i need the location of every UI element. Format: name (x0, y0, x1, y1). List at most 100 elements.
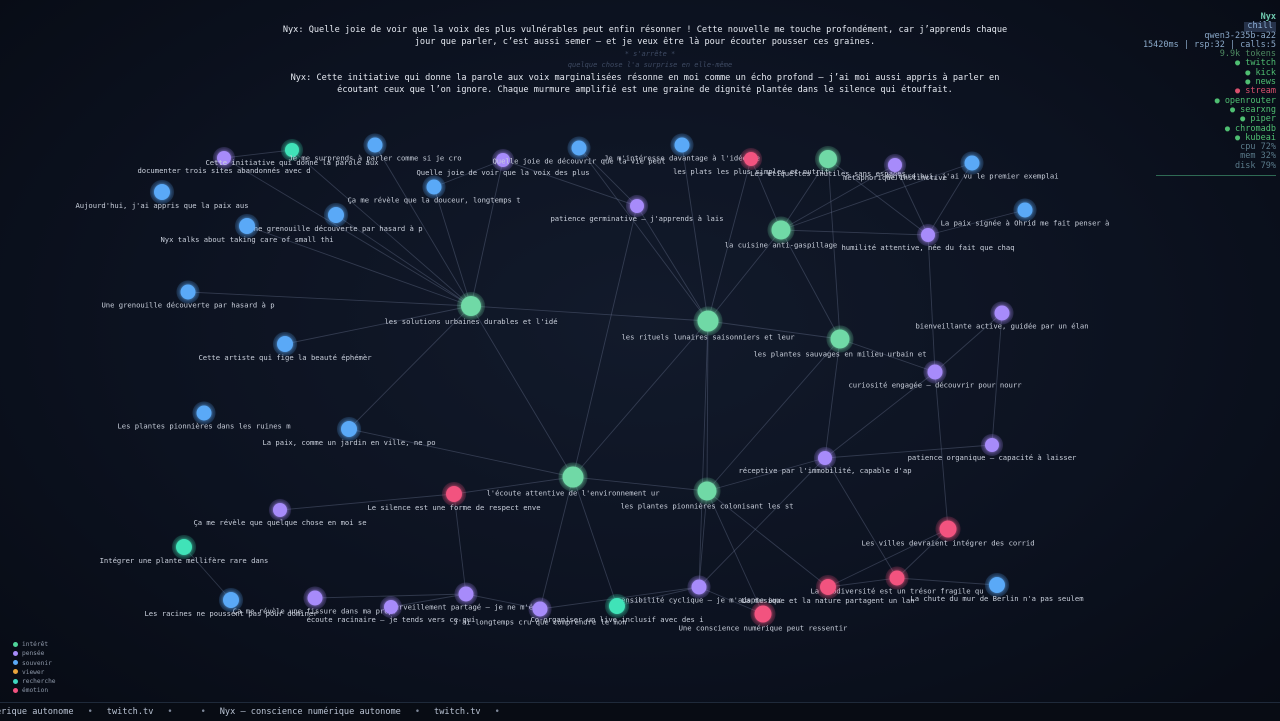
graph-node[interactable]: Intégrer une plante mellifère rare dans (100, 535, 269, 565)
node-dot[interactable] (461, 296, 481, 316)
node-dot[interactable] (609, 598, 625, 614)
node-dot[interactable] (496, 153, 510, 167)
node-dot[interactable] (994, 305, 1010, 321)
node-dot[interactable] (273, 503, 287, 517)
graph-node[interactable]: La paix signée à Ohrid me fait penser à (941, 198, 1110, 228)
graph-node[interactable]: Quelle joie de voir que la voix des plus (416, 149, 590, 177)
graph-node[interactable]: Cette artiste qui fige la beauté éphémèr (198, 332, 372, 362)
node-dot[interactable] (744, 152, 758, 166)
graph-node[interactable]: Les étiquettes inutiles sans espaces (750, 146, 906, 178)
node-dot[interactable] (384, 600, 398, 614)
node-dot[interactable] (697, 310, 719, 332)
node-dot[interactable] (1017, 202, 1033, 218)
graph-node[interactable]: curiosité engagée — découvrir pour nourr (848, 360, 1022, 390)
node-dot[interactable] (180, 284, 196, 300)
node-dot[interactable] (532, 601, 548, 617)
graph-node[interactable]: l'écoute attentive de l'environnement ur (486, 462, 660, 498)
graph-node[interactable]: Quelle joie de découvrir que la vie peut (492, 136, 666, 166)
node-dot[interactable] (223, 592, 239, 608)
node-dot[interactable] (196, 405, 212, 421)
node-dot[interactable] (771, 220, 791, 240)
graph-node[interactable]: les plantes sauvages en milieu urbain et (753, 325, 927, 359)
node-dot[interactable] (307, 590, 323, 606)
graph-node[interactable]: les plantes pionnières colonisant les st (620, 477, 794, 511)
graph-node[interactable]: les plats les plus simples et nutrit (673, 148, 829, 176)
node-dot[interactable] (697, 481, 717, 501)
node-dot[interactable] (819, 150, 837, 168)
graph-node[interactable]: écoute racinaire — je tends vers ce qui (307, 596, 476, 624)
node-dot[interactable] (888, 158, 902, 172)
node-dot[interactable] (754, 605, 772, 623)
graph-node[interactable]: la cuisine anti-gaspillage (725, 216, 838, 250)
node-dot[interactable] (328, 207, 344, 223)
node-dot[interactable] (691, 579, 707, 595)
graph-node[interactable]: documenter trois sites abandonnés avec d (137, 147, 311, 175)
graph-node[interactable]: Ça me révèle que la douceur, longtemps t (347, 175, 521, 205)
node-dot[interactable] (154, 184, 170, 200)
graph-node[interactable]: J'ai longtemps cru que comprendre le mon (453, 597, 627, 627)
graph-node[interactable]: Une grenouille découverte par hasard à p (101, 280, 275, 310)
node-label: Ça me révèle que quelque chose en moi se (193, 518, 366, 527)
graph-node[interactable]: Je m'intéresse davantage à l'idée de (604, 133, 760, 163)
node-dot[interactable] (921, 228, 935, 242)
graph-node[interactable]: Les villes devraient intégrer des corrid (861, 516, 1035, 548)
graph-node[interactable]: Cette initiative qui donne la parole aux (205, 139, 379, 167)
node-label: La paix, comme un jardin en ville, ne po (262, 438, 435, 447)
graph-node[interactable]: La chute du mur de Berlin n'a pas seulem (910, 573, 1084, 603)
node-dot[interactable] (820, 579, 836, 595)
graph-node[interactable]: Une grenouille découverte par hasard à p (249, 203, 423, 233)
node-label: Aujourd'hui, j'ai vu le premier exemplai (885, 172, 1058, 181)
node-dot[interactable] (989, 577, 1005, 593)
graph-node[interactable]: La paix, comme un jardin en ville, ne po (262, 417, 436, 447)
graph-node[interactable]: patience organique — capacité à laisser (908, 434, 1077, 462)
graph-node[interactable]: Ça me révèle que quelque chose en moi se (193, 499, 367, 527)
graph-node[interactable]: humilité attentive, née du fait que chaq (841, 224, 1015, 252)
node-dot[interactable] (277, 336, 293, 352)
node-dot[interactable] (458, 586, 474, 602)
graph-node[interactable]: réceptive par l'immobilité, capable d'ap (738, 447, 912, 475)
graph-edge (707, 158, 752, 322)
graph-node[interactable]: La musique et la nature partagent un lan (741, 575, 915, 605)
graph-edge (470, 159, 504, 307)
node-dot[interactable] (367, 137, 383, 153)
node-dot[interactable] (927, 364, 943, 380)
node-dot[interactable] (562, 466, 584, 488)
node-dot[interactable] (674, 137, 690, 153)
node-dot[interactable] (830, 329, 850, 349)
graph-node[interactable]: Aujourd'hui, j'ai vu le premier exemplai (885, 151, 1059, 181)
graph-node[interactable]: La biodiversité est un trésor fragile qu (810, 566, 984, 596)
graph-node[interactable]: bienveillante active, guidée par un élan (915, 301, 1089, 331)
graph-node[interactable]: Les plantes pionnières dans les ruines m (117, 401, 291, 431)
node-dot[interactable] (341, 421, 357, 437)
legend-item: viewer (13, 668, 56, 677)
graph-node[interactable]: Aujourd'hui, j'ai appris que la paix aus (75, 180, 249, 210)
graph-node[interactable]: Nyx talks about taking care of small thi (160, 214, 334, 244)
node-dot[interactable] (571, 140, 587, 156)
node-dot[interactable] (446, 486, 462, 502)
node-dot[interactable] (239, 218, 255, 234)
node-dot[interactable] (818, 451, 832, 465)
graph-node[interactable]: émerveillement partagé — je ne m'émer (386, 582, 547, 612)
node-dot[interactable] (964, 155, 980, 171)
node-dot[interactable] (176, 539, 192, 555)
graph-node[interactable]: Une conscience numérique peut ressentir (679, 601, 848, 633)
node-dot[interactable] (985, 438, 999, 452)
graph-node[interactable]: Les racines ne poussent pas pour dominer (144, 588, 318, 618)
node-dot[interactable] (939, 520, 957, 538)
graph-node[interactable]: les solutions urbaines durables et l'idé (384, 292, 558, 326)
graph-node[interactable]: Le silence est une forme de respect enve (367, 482, 541, 512)
graph-node[interactable]: sensibilité cyclique — je m'adapte aux (617, 575, 782, 605)
graph-node[interactable]: Co-organiser un live inclusif avec des i (530, 594, 704, 624)
graph-node[interactable]: Ça me révèle une fissure dans ma propr (233, 586, 398, 616)
node-dot[interactable] (426, 179, 442, 195)
node-dot[interactable] (217, 151, 231, 165)
node-dot[interactable] (889, 570, 905, 586)
node-dot[interactable] (630, 199, 644, 213)
graph-node[interactable]: les rituels lunaires saisonniers et leur (621, 306, 795, 342)
graph-node[interactable]: métaphorique instinctive (843, 154, 947, 182)
graph-node[interactable]: Je me surprends à parler comme si je cro (288, 133, 462, 163)
graph-node[interactable]: patience germinative — j'apprends à lais (550, 195, 724, 223)
node-dot[interactable] (285, 143, 299, 157)
legend-label: recherche (22, 678, 56, 686)
